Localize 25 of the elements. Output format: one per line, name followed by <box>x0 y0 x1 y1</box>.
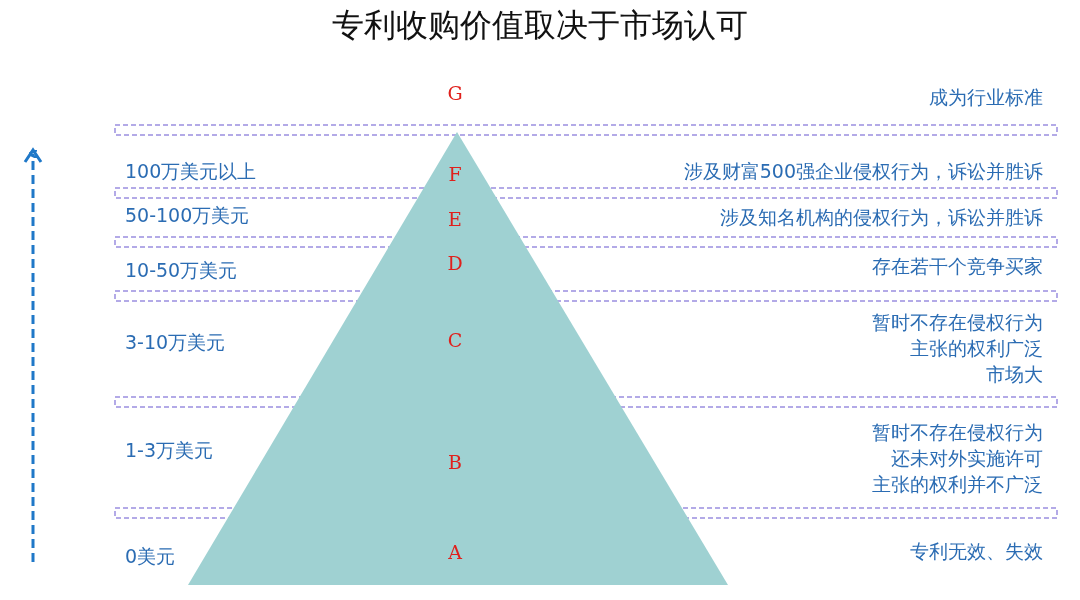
description-text: 涉及财富500强企业侵权行为，诉讼并胜诉 <box>683 159 1043 183</box>
description-text: 成为行业标准 <box>929 85 1043 109</box>
description-text: 主张的权利广泛 <box>910 336 1043 360</box>
description-text: 存在若干个竞争买家 <box>872 254 1043 278</box>
description-text: 专利无效、失效 <box>910 539 1043 563</box>
level-letter: F <box>447 162 463 186</box>
value-label: 3-10万美元 <box>125 330 226 354</box>
level-letter: D <box>446 251 464 275</box>
value-label: 10-50万美元 <box>125 258 238 282</box>
description-text: 市场大 <box>986 362 1043 386</box>
value-label: 1-3万美元 <box>125 438 214 462</box>
value-label: 0美元 <box>125 544 176 568</box>
description-text: 主张的权利并不广泛 <box>872 472 1043 496</box>
value-label: 100万美元以上 <box>125 159 257 183</box>
description-text: 涉及知名机构的侵权行为，诉讼并胜诉 <box>720 205 1043 229</box>
level-letter: G <box>446 81 464 105</box>
level-letter: C <box>446 328 464 352</box>
level-letter: B <box>447 450 463 474</box>
description-text: 暂时不存在侵权行为 <box>872 420 1043 444</box>
diagram-title: 专利收购价值取决于市场认可 <box>331 5 749 46</box>
value-label: 50-100万美元 <box>125 203 250 227</box>
description-text: 暂时不存在侵权行为 <box>872 310 1043 334</box>
description-text: 还未对外实施许可 <box>891 446 1043 470</box>
level-letter: A <box>447 540 464 564</box>
level-letter: E <box>447 207 463 231</box>
